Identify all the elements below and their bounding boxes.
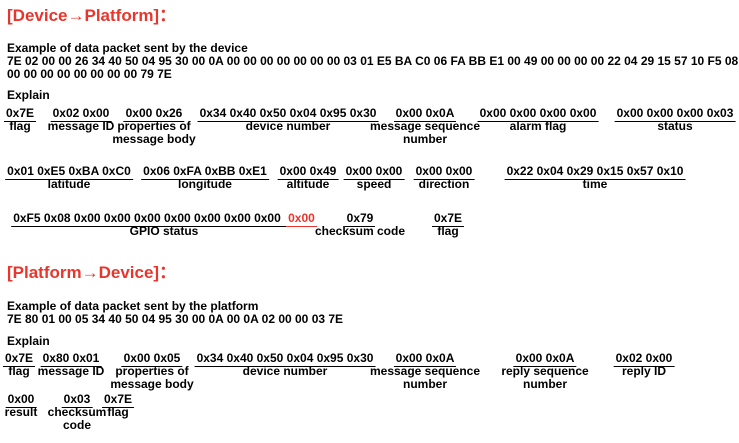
field-label: time xyxy=(582,177,608,191)
field-label: status xyxy=(657,119,693,133)
field-gpio-status: 0xF5 0x08 0x00 0x00 0x00 0x00 0x00 0x00 … xyxy=(11,211,317,238)
example-title-platform: Example of data packet sent by the platf… xyxy=(7,299,259,313)
field-label: direction xyxy=(418,177,470,191)
field-flag: 0x7E flag xyxy=(3,106,37,133)
field-hex: 0x7E xyxy=(101,392,135,408)
field-hex: 0x34 0x40 0x50 0x04 0x95 0x30 xyxy=(197,106,379,122)
field-label: flag xyxy=(107,405,129,419)
field-hex: 0x00 0x49 xyxy=(277,164,339,180)
explain-label: Explain xyxy=(7,88,50,102)
field-hex: 0xF5 0x08 0x00 0x00 0x00 0x00 0x00 0x00 … xyxy=(11,211,287,227)
explain-row-tail-fields: 0xF5 0x08 0x00 0x00 0x00 0x00 0x00 0x00 … xyxy=(0,211,739,238)
field-label: alarm flag xyxy=(509,119,567,133)
field-speed: 0x00 0x00 speed xyxy=(343,164,405,191)
field-label: checksum code xyxy=(47,405,107,432)
field-altitude: 0x00 0x49 altitude xyxy=(277,164,339,191)
field-hex: 0x02 0x00 xyxy=(613,351,675,367)
field-label: device number xyxy=(245,119,331,133)
field-reply-sequence-number: 0x00 0x0A reply sequence number xyxy=(501,351,589,391)
field-hex: 0x00 0x0A xyxy=(393,351,457,367)
field-label: reply sequence number xyxy=(501,364,589,391)
section-device-to-platform: [Device→Platform]： Example of data packe… xyxy=(0,6,739,238)
field-flag: 0x7E flag xyxy=(2,351,36,378)
field-reply-id: 0x02 0x00 reply ID xyxy=(613,351,675,378)
field-label: GPIO status xyxy=(129,224,199,238)
field-properties-of-message-body: 0x00 0x26 properties of message body xyxy=(112,106,196,146)
field-device-number: 0x34 0x40 0x50 0x04 0x95 0x30 device num… xyxy=(194,351,376,378)
field-label: latitude xyxy=(47,177,91,191)
protocol-document: [Device→Platform]： Example of data packe… xyxy=(0,6,739,432)
field-hex: 0x7E xyxy=(2,351,36,367)
field-label: properties of message body xyxy=(112,119,196,146)
field-hex: 0x02 0x00 xyxy=(50,106,112,122)
field-alarm-flag: 0x00 0x00 0x00 0x00 alarm flag xyxy=(477,106,599,133)
field-direction: 0x00 0x00 direction xyxy=(413,164,475,191)
field-properties-of-message-body: 0x00 0x05 properties of message body xyxy=(110,351,194,391)
explain-row-tail-fields: 0x00 result 0x03 checksum code 0x7E flag xyxy=(0,392,739,432)
field-message-id: 0x80 0x01 message ID xyxy=(37,351,105,378)
field-flag: 0x7E flag xyxy=(431,211,465,238)
field-checksum-code: 0x03 checksum code xyxy=(47,392,107,432)
field-hex: 0x00 0x00 xyxy=(413,164,475,180)
field-checksum-code: 0x79 checksum code xyxy=(314,211,406,238)
field-longitude: 0x06 0xFA 0xBB 0xE1 longitude xyxy=(141,164,269,191)
field-label: flag xyxy=(437,224,459,238)
section-heading-device-to-platform: [Device→Platform]： xyxy=(7,6,177,25)
field-status: 0x00 0x00 0x00 0x03 status xyxy=(614,106,736,133)
field-hex: 0x01 0xE5 0xBA 0xC0 xyxy=(5,164,133,180)
field-hex-highlighted: 0x00 xyxy=(286,211,317,227)
field-label: longitude xyxy=(177,177,232,191)
field-hex: 0x7E xyxy=(3,106,37,122)
field-label: flag xyxy=(9,119,31,133)
packet-hex-line: 7E 02 00 00 26 34 40 50 04 95 30 00 0A 0… xyxy=(7,54,739,68)
field-hex: 0x00 0x0A xyxy=(393,106,457,122)
field-label: checksum code xyxy=(314,224,406,238)
field-hex: 0x00 0x26 xyxy=(123,106,185,122)
field-label: message sequence number xyxy=(369,364,481,391)
field-message-id: 0x02 0x00 message ID xyxy=(47,106,115,133)
field-label: properties of message body xyxy=(110,364,194,391)
field-latitude: 0x01 0xE5 0xBA 0xC0 latitude xyxy=(5,164,133,191)
packet-hex-block-platform: 7E 80 01 00 05 34 40 50 04 95 30 00 0A 0… xyxy=(7,313,739,326)
field-hex: 0x00 xyxy=(5,392,37,408)
field-message-sequence-number: 0x00 0x0A message sequence number xyxy=(369,351,481,391)
field-message-sequence-number: 0x00 0x0A message sequence number xyxy=(369,106,481,146)
explain-row-location-fields: 0x01 0xE5 0xBA 0xC0 latitude 0x06 0xFA 0… xyxy=(0,164,739,191)
field-flag: 0x7E flag xyxy=(101,392,135,419)
field-label: flag xyxy=(8,364,30,378)
field-hex: 0x00 0x00 xyxy=(343,164,405,180)
field-label: altitude xyxy=(286,177,330,191)
section-heading-platform-to-device: [Platform→Device]： xyxy=(7,263,177,282)
field-label: reply ID xyxy=(621,364,667,378)
packet-hex-block-device: 7E 02 00 00 26 34 40 50 04 95 30 00 0A 0… xyxy=(7,55,739,81)
field-hex: 0x34 0x40 0x50 0x04 0x95 0x30 xyxy=(194,351,376,367)
packet-hex-line: 00 00 00 00 00 00 00 00 79 7E xyxy=(7,67,172,81)
field-time: 0x22 0x04 0x29 0x15 0x57 0x10 time xyxy=(504,164,686,191)
field-hex: 0x00 0x00 0x00 0x00 xyxy=(477,106,599,122)
field-label: message ID xyxy=(47,119,115,133)
field-hex: 0x00 0x05 xyxy=(121,351,183,367)
field-hex: 0x06 0xFA 0xBB 0xE1 xyxy=(141,164,269,180)
explain-label: Explain xyxy=(7,334,50,348)
section-platform-to-device: [Platform→Device]： Example of data packe… xyxy=(0,263,739,432)
example-title-device: Example of data packet sent by the devic… xyxy=(7,41,248,55)
field-device-number: 0x34 0x40 0x50 0x04 0x95 0x30 device num… xyxy=(197,106,379,133)
field-hex: 0x7E xyxy=(431,211,465,227)
field-hex: 0x79 xyxy=(344,211,376,227)
field-hex: 0x03 xyxy=(61,392,93,408)
field-hex: 0x22 0x04 0x29 0x15 0x57 0x10 xyxy=(504,164,686,180)
explain-row-header-fields: 0x7E flag 0x80 0x01 message ID 0x00 0x05… xyxy=(0,351,739,391)
field-label: speed xyxy=(356,177,392,191)
field-label: device number xyxy=(242,364,328,378)
packet-hex-line: 7E 80 01 00 05 34 40 50 04 95 30 00 0A 0… xyxy=(7,312,344,326)
field-label: message ID xyxy=(37,364,105,378)
explain-row-header-fields: 0x7E flag 0x02 0x00 message ID 0x00 0x26… xyxy=(0,106,739,146)
field-label: result xyxy=(4,405,38,419)
field-hex: 0x80 0x01 xyxy=(40,351,102,367)
field-hex: 0x00 0x00 0x00 0x03 xyxy=(614,106,736,122)
field-label: message sequence number xyxy=(369,119,481,146)
field-hex: 0x00 0x0A xyxy=(513,351,577,367)
field-result: 0x00 result xyxy=(4,392,38,419)
